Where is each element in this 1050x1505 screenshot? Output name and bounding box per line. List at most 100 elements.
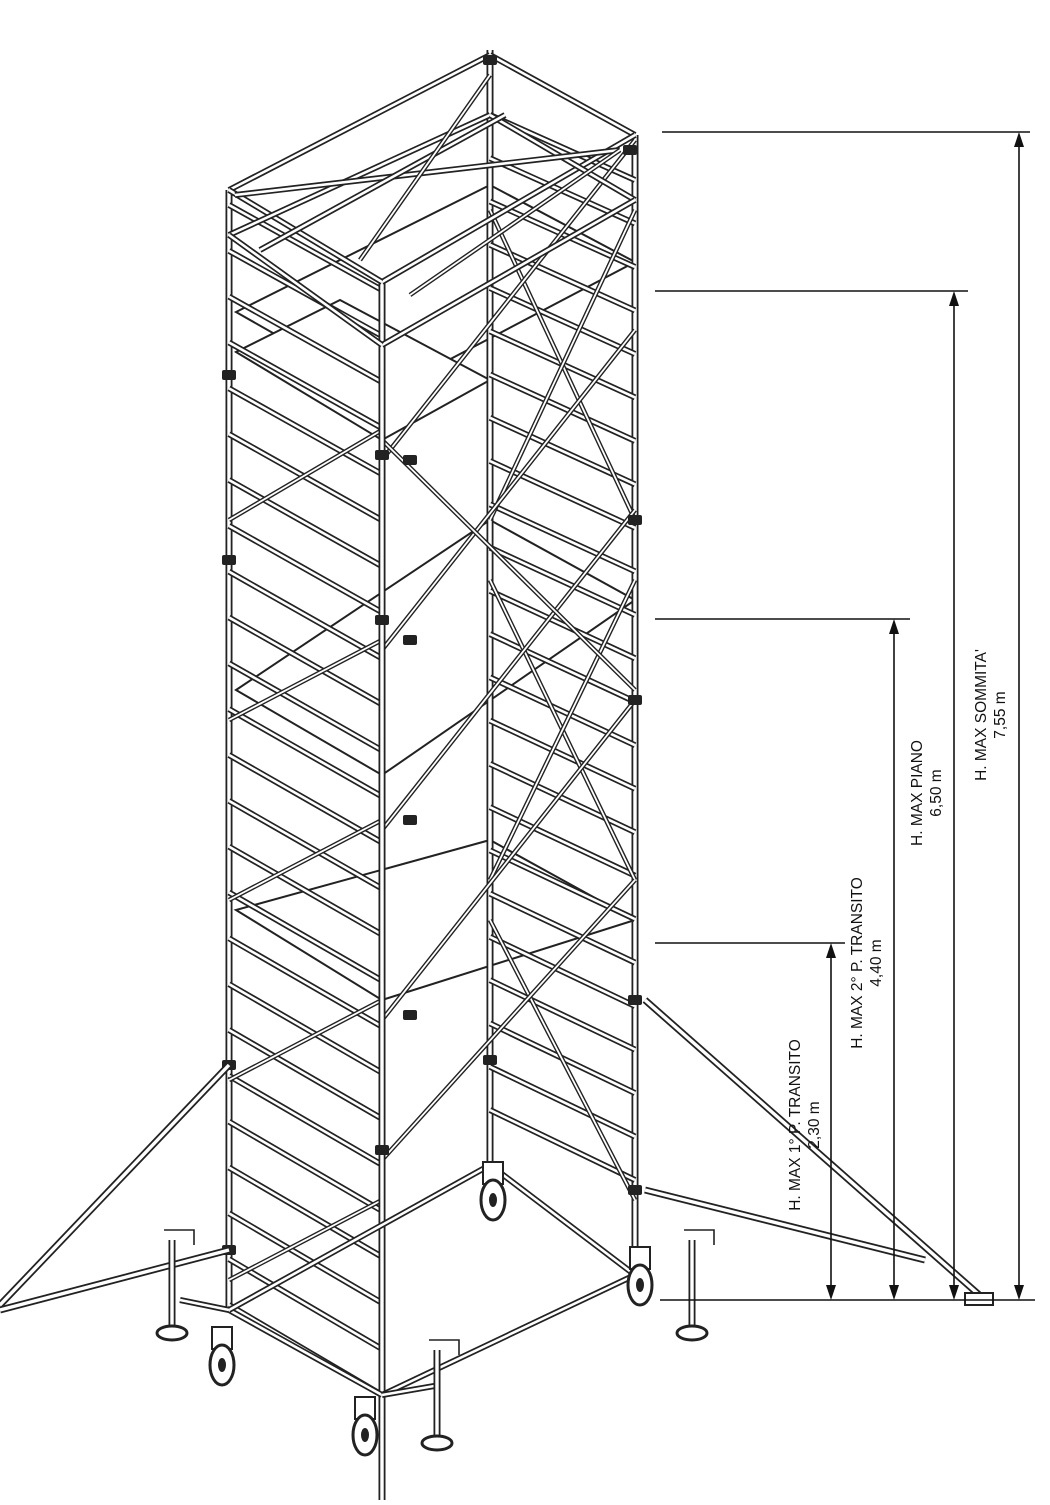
- tube-coupler: [623, 145, 637, 155]
- tube-coupler: [375, 1145, 389, 1155]
- top-brace: [358, 73, 492, 262]
- guard-rail: [258, 112, 507, 253]
- guard-rail: [227, 52, 492, 193]
- tube-coupler: [628, 1185, 642, 1195]
- tube-coupler: [628, 515, 642, 525]
- dimension-arrow-1: [826, 943, 836, 1300]
- side-diagonal-brace: [380, 328, 637, 652]
- castor-wheel: [351, 1396, 379, 1457]
- scaffold-tower: [222, 50, 642, 1500]
- dimension-label-3: H. MAX PIANO 6,50 m: [909, 740, 945, 846]
- castor-wheel: [479, 1161, 507, 1222]
- tube-coupler: [628, 695, 642, 705]
- side-diagonal-brace: [380, 508, 637, 832]
- dimension-label-1: H. MAX 1° P. TRANSITO 2,30 m: [787, 1039, 823, 1211]
- tube-coupler: [222, 555, 236, 565]
- base-wheels-and-jacks: [155, 1161, 715, 1457]
- front-diagonal-brace: [227, 637, 384, 723]
- side-diagonal-brace: [380, 438, 637, 692]
- front-diagonal-brace: [227, 817, 384, 903]
- dimension-4-value: 7,55 m: [992, 691, 1009, 738]
- tube-coupler: [628, 995, 642, 1005]
- levelling-jack: [155, 1229, 195, 1342]
- back-frame-rung: [488, 588, 637, 661]
- dimension-3-title: H. MAX PIANO: [909, 740, 926, 846]
- dimension-arrow-4: [1014, 132, 1024, 1300]
- base-frame-bar: [227, 1162, 492, 1313]
- back-frame-rung: [488, 1107, 637, 1183]
- dimension-3-value: 6,50 m: [928, 769, 945, 816]
- front-frame-rung: [227, 706, 384, 800]
- base-frame-bar: [488, 1162, 637, 1278]
- dimension-label-4: H. MAX SOMMITA' 7,55 m: [973, 649, 1009, 781]
- guard-rail: [234, 147, 621, 198]
- dimension-2-value: 4,40 m: [868, 939, 885, 986]
- back-frame-rung: [488, 501, 637, 575]
- stabilizer-outriggers: [0, 997, 994, 1314]
- front-frame-rung: [227, 1027, 384, 1122]
- front-frame-rung: [227, 614, 384, 707]
- outrigger-foot-pad: [964, 1292, 994, 1306]
- tube-coupler: [483, 55, 497, 65]
- guard-rail: [488, 52, 637, 138]
- platform-deck: [234, 518, 637, 777]
- front-diagonal-brace: [227, 1197, 384, 1283]
- dimension-1-value: 2,30 m: [806, 1101, 823, 1148]
- outrigger-arm: [644, 1186, 926, 1264]
- back-frame-rung: [488, 977, 637, 1053]
- back-frame-rung: [488, 371, 637, 444]
- tube-coupler: [403, 635, 417, 645]
- front-frame-rung: [227, 752, 384, 846]
- front-frame-rung: [227, 844, 384, 938]
- back-frame-rung: [488, 934, 637, 1009]
- front-frame-rung: [227, 1210, 384, 1306]
- front-frame-rung: [227, 523, 384, 615]
- front-diagonal-brace: [227, 428, 384, 522]
- front-frame-rung: [227, 339, 384, 431]
- front-frame-rung: [227, 569, 384, 661]
- back-frame-rung: [488, 544, 637, 618]
- back-frame-rung: [488, 631, 637, 705]
- front-frame-rung: [227, 385, 384, 477]
- outrigger-arm: [0, 1062, 232, 1308]
- outrigger-arm: [642, 997, 988, 1303]
- dimension-arrow-2: [889, 619, 899, 1300]
- tube-coupler: [403, 455, 417, 465]
- castor-wheel: [208, 1326, 236, 1387]
- back-frame-rung: [488, 1064, 637, 1140]
- base-frame-bar: [227, 1307, 384, 1398]
- side-diagonal-brace: [380, 878, 637, 1162]
- side-diagonal-brace: [380, 138, 637, 462]
- tube-coupler: [375, 450, 389, 460]
- tube-coupler: [483, 1055, 497, 1065]
- front-frame-rung: [227, 889, 384, 984]
- front-frame-rung: [227, 1073, 384, 1168]
- front-frame-rung: [227, 1119, 384, 1214]
- dimension-1-title: H. MAX 1° P. TRANSITO: [787, 1039, 804, 1211]
- back-frame-rung: [488, 761, 637, 835]
- back-diagonal-brace: [487, 918, 638, 1202]
- base-frame-bar: [179, 1297, 230, 1313]
- dimension-2-title: H. MAX 2° P. TRANSITO: [849, 877, 866, 1049]
- front-frame-rung: [227, 798, 384, 892]
- guard-rail: [380, 197, 637, 348]
- guard-rail: [380, 132, 637, 285]
- castor-wheel: [626, 1246, 654, 1307]
- front-frame-rung: [227, 660, 384, 754]
- front-frame-rung: [227, 202, 384, 293]
- tube-coupler: [403, 1010, 417, 1020]
- front-frame-rung: [227, 1256, 384, 1352]
- dimension-arrow-3: [949, 291, 959, 1300]
- tube-coupler: [375, 615, 389, 625]
- front-frame-rung: [227, 477, 384, 569]
- top-brace: [408, 148, 622, 297]
- side-diagonal-brace: [380, 698, 637, 1022]
- guard-rail: [227, 232, 384, 348]
- front-frame-rung: [227, 981, 384, 1076]
- dimension-lines: [655, 131, 1035, 1301]
- back-diagonal-brace: [487, 578, 638, 882]
- dimension-4-title: H. MAX SOMMITA': [973, 649, 990, 781]
- levelling-jack: [420, 1339, 460, 1452]
- levelling-jack: [675, 1229, 715, 1342]
